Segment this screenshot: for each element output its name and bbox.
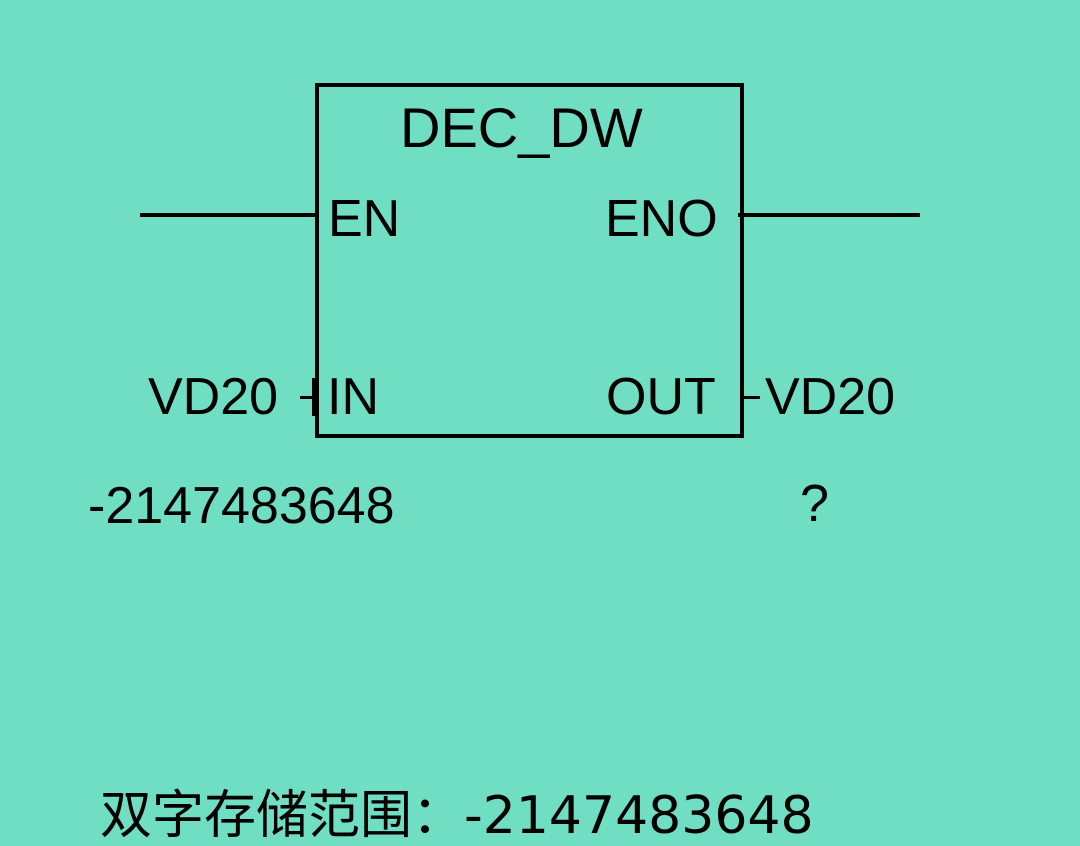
in-connector-wire — [300, 396, 315, 399]
output-value: ? — [800, 475, 829, 533]
caption-text: 双字存储范围：-2147483648 — [100, 786, 814, 846]
dec-dw-block[interactable] — [315, 83, 744, 438]
en-input-wire — [140, 213, 317, 217]
pin-in-label: IN — [327, 368, 379, 426]
block-title: DEC_DW — [400, 96, 643, 159]
input-value: -2147483648 — [88, 477, 395, 535]
out-connector-wire — [740, 396, 760, 399]
pin-eno-label: ENO — [605, 190, 718, 248]
eno-output-wire — [738, 213, 920, 217]
output-operand: VD20 — [765, 368, 896, 426]
pin-en-label: EN — [328, 190, 401, 248]
pin-out-label: OUT — [606, 368, 716, 426]
input-operand: VD20 — [148, 368, 279, 426]
